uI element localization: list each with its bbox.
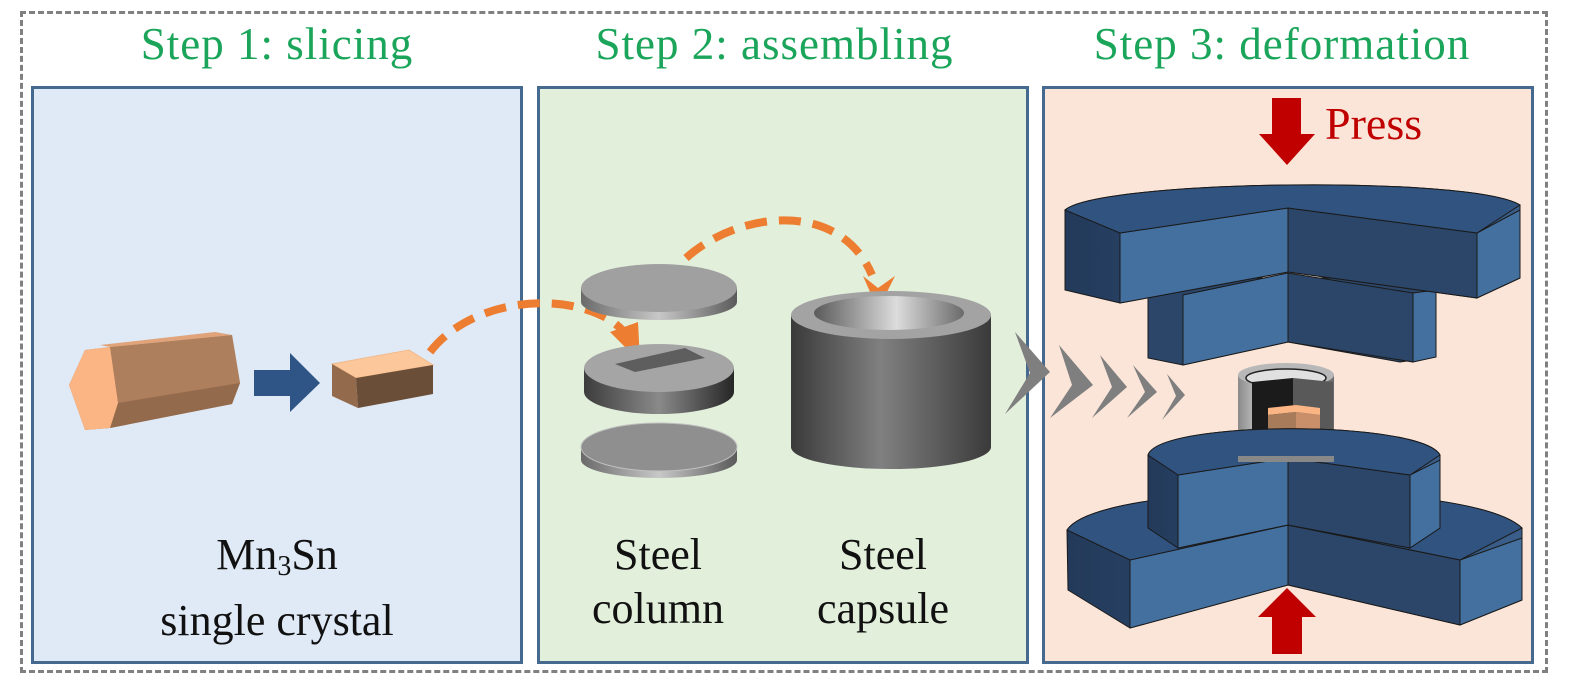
- slice-arrow-icon: [254, 353, 320, 412]
- step2-title: Step 2: assembling: [595, 19, 954, 69]
- lower-anvil-icon: [1066, 428, 1523, 629]
- press-down-arrow-icon: [1259, 98, 1315, 165]
- upper-anvil-icon: [1064, 184, 1521, 366]
- crystal-formula: Mn3Sn: [31, 528, 523, 594]
- column-caption: Steel column: [560, 528, 756, 636]
- capsule-caption: Steel capsule: [785, 528, 981, 636]
- step1-title: Step 1: slicing: [140, 19, 414, 69]
- crystal-caption: Mn3Sn single crystal: [31, 528, 523, 648]
- outer-dashed-frame: [20, 11, 1548, 673]
- formula-subscript: 3: [277, 551, 292, 582]
- hexagonal-crystal-icon: [69, 332, 240, 430]
- capsule-label-line2: capsule: [817, 584, 949, 633]
- press-label: Press: [1325, 98, 1423, 149]
- crystal-slice-icon: [330, 349, 435, 408]
- step3-title: Step 3: deformation: [1093, 19, 1471, 69]
- column-label-line2: column: [592, 584, 724, 633]
- process-chevrons-icon: [1005, 332, 1185, 420]
- formula-sn: Sn: [291, 530, 338, 579]
- crystal-description: single crystal: [160, 596, 394, 645]
- press-up-arrow-icon: [1258, 588, 1316, 654]
- capsule-label-line1: Steel: [839, 530, 927, 579]
- steel-capsule-icon: [791, 291, 991, 469]
- dashed-arrow-to-capsule: [683, 216, 876, 277]
- formula-mn: Mn: [216, 530, 278, 579]
- steel-column-icon: [580, 264, 738, 478]
- column-label-line1: Steel: [614, 530, 702, 579]
